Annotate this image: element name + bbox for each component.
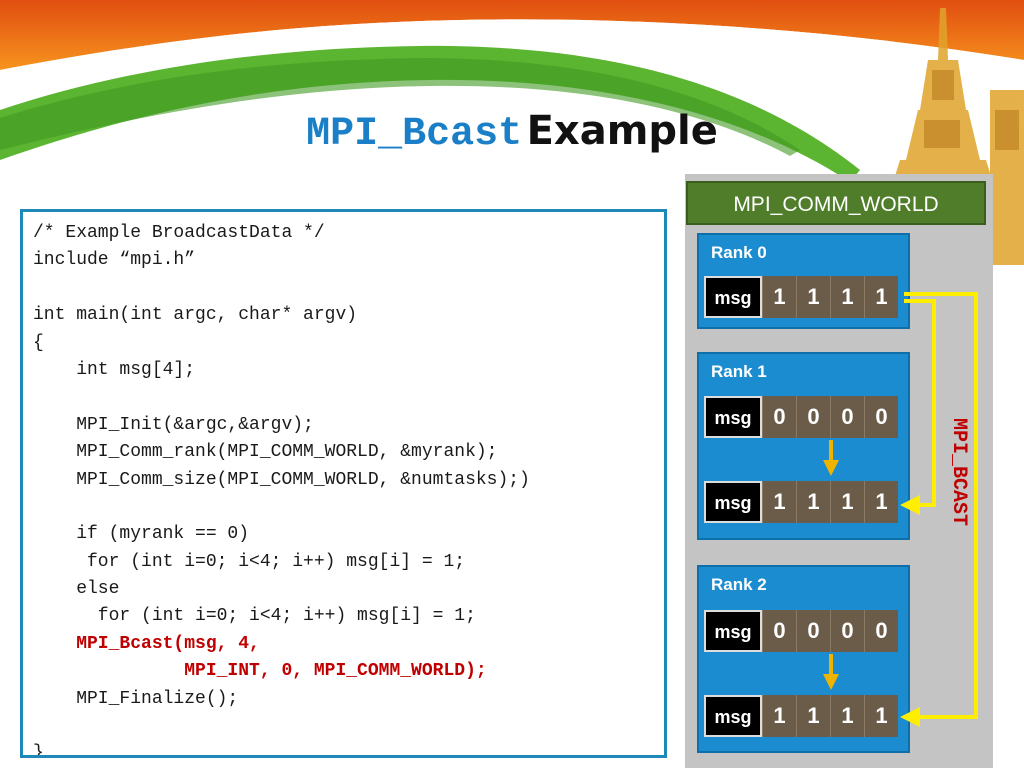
mpi-bcast-label: MPI_BCAST [947, 418, 970, 527]
rank-0-value-1: 1 [796, 276, 830, 318]
rank-2-after-value-3: 1 [864, 695, 898, 737]
code-line: int main(int argc, char* argv) [33, 305, 358, 326]
rank-2-msg-label-after: msg [704, 695, 762, 737]
code-line: if (myrank == 0) [33, 524, 250, 545]
rank-1-msg-label-after: msg [704, 481, 762, 523]
code-line: for (int i=0; i<4; i++) msg[i] = 1; [33, 606, 476, 627]
code-line: MPI_INT, 0, MPI_COMM_WORLD); [33, 661, 487, 682]
code-line: for (int i=0; i<4; i++) msg[i] = 1; [33, 551, 466, 572]
code-line: else [33, 579, 120, 600]
code-line: MPI_Comm_size(MPI_COMM_WORLD, &numtasks)… [33, 469, 530, 490]
code-line: { [33, 332, 44, 353]
rank-2-after-value-1: 1 [796, 695, 830, 737]
code-line: MPI_Init(&argc,&argv); [33, 414, 314, 435]
code-line [33, 713, 664, 740]
code-listing: /* Example BroadcastData */ include “mpi.… [23, 212, 664, 758]
rank-1-before-value-3: 0 [864, 396, 898, 438]
code-line: /* Example BroadcastData */ [33, 223, 325, 243]
rank-2-label: Rank 2 [711, 575, 767, 594]
code-line: MPI_Bcast(msg, 4, [33, 633, 260, 654]
rank-0-value-0: 1 [762, 276, 796, 318]
rank-2-msg-label-before: msg [704, 610, 762, 652]
rank-2-after-row: msg 1 1 1 1 [704, 695, 898, 737]
rank-1-before-value-1: 0 [796, 396, 830, 438]
code-listing-box: /* Example BroadcastData */ include “mpi.… [20, 209, 667, 758]
rank-2-before-value-3: 0 [864, 610, 898, 652]
code-line: int msg[4]; [33, 359, 196, 380]
title-word: Example [526, 108, 718, 154]
rank-0-value-3: 1 [864, 276, 898, 318]
rank-2-before-value-2: 0 [830, 610, 864, 652]
rank-0-label: Rank 0 [711, 243, 767, 262]
rank-1-before-row: msg 0 0 0 0 [704, 396, 898, 438]
rank-2-after-value-0: 1 [762, 695, 796, 737]
code-line [33, 384, 664, 411]
rank-1-before-value-2: 0 [830, 396, 864, 438]
title-function-name: MPI_Bcast [306, 112, 523, 157]
code-line: MPI_Comm_rank(MPI_COMM_WORLD, &myrank); [33, 442, 498, 463]
rank-1-after-value-1: 1 [796, 481, 830, 523]
code-line: } [33, 743, 44, 758]
rank-0-value-2: 1 [830, 276, 864, 318]
rank-0-msg-label: msg [704, 276, 762, 318]
rank-1-after-value-0: 1 [762, 481, 796, 523]
rank-1-label: Rank 1 [711, 362, 767, 381]
code-line: MPI_Finalize(); [33, 688, 239, 709]
rank-2-before-value-1: 0 [796, 610, 830, 652]
rank-1-msg-label-before: msg [704, 396, 762, 438]
rank-2-after-value-2: 1 [830, 695, 864, 737]
rank-2-before-row: msg 0 0 0 0 [704, 610, 898, 652]
comm-world-header: MPI_COMM_WORLD [686, 181, 986, 225]
code-line [33, 275, 664, 302]
rank-0-before-row: msg 1 1 1 1 [704, 276, 898, 318]
rank-1-after-value-3: 1 [864, 481, 898, 523]
rank-1-before-value-0: 0 [762, 396, 796, 438]
code-line: include “mpi.h” [33, 250, 196, 271]
rank-2-before-value-0: 0 [762, 610, 796, 652]
slide-title: MPI_Bcast Example [0, 108, 1024, 157]
code-line [33, 494, 664, 521]
rank-1-after-value-2: 1 [830, 481, 864, 523]
rank-1-after-row: msg 1 1 1 1 [704, 481, 898, 523]
